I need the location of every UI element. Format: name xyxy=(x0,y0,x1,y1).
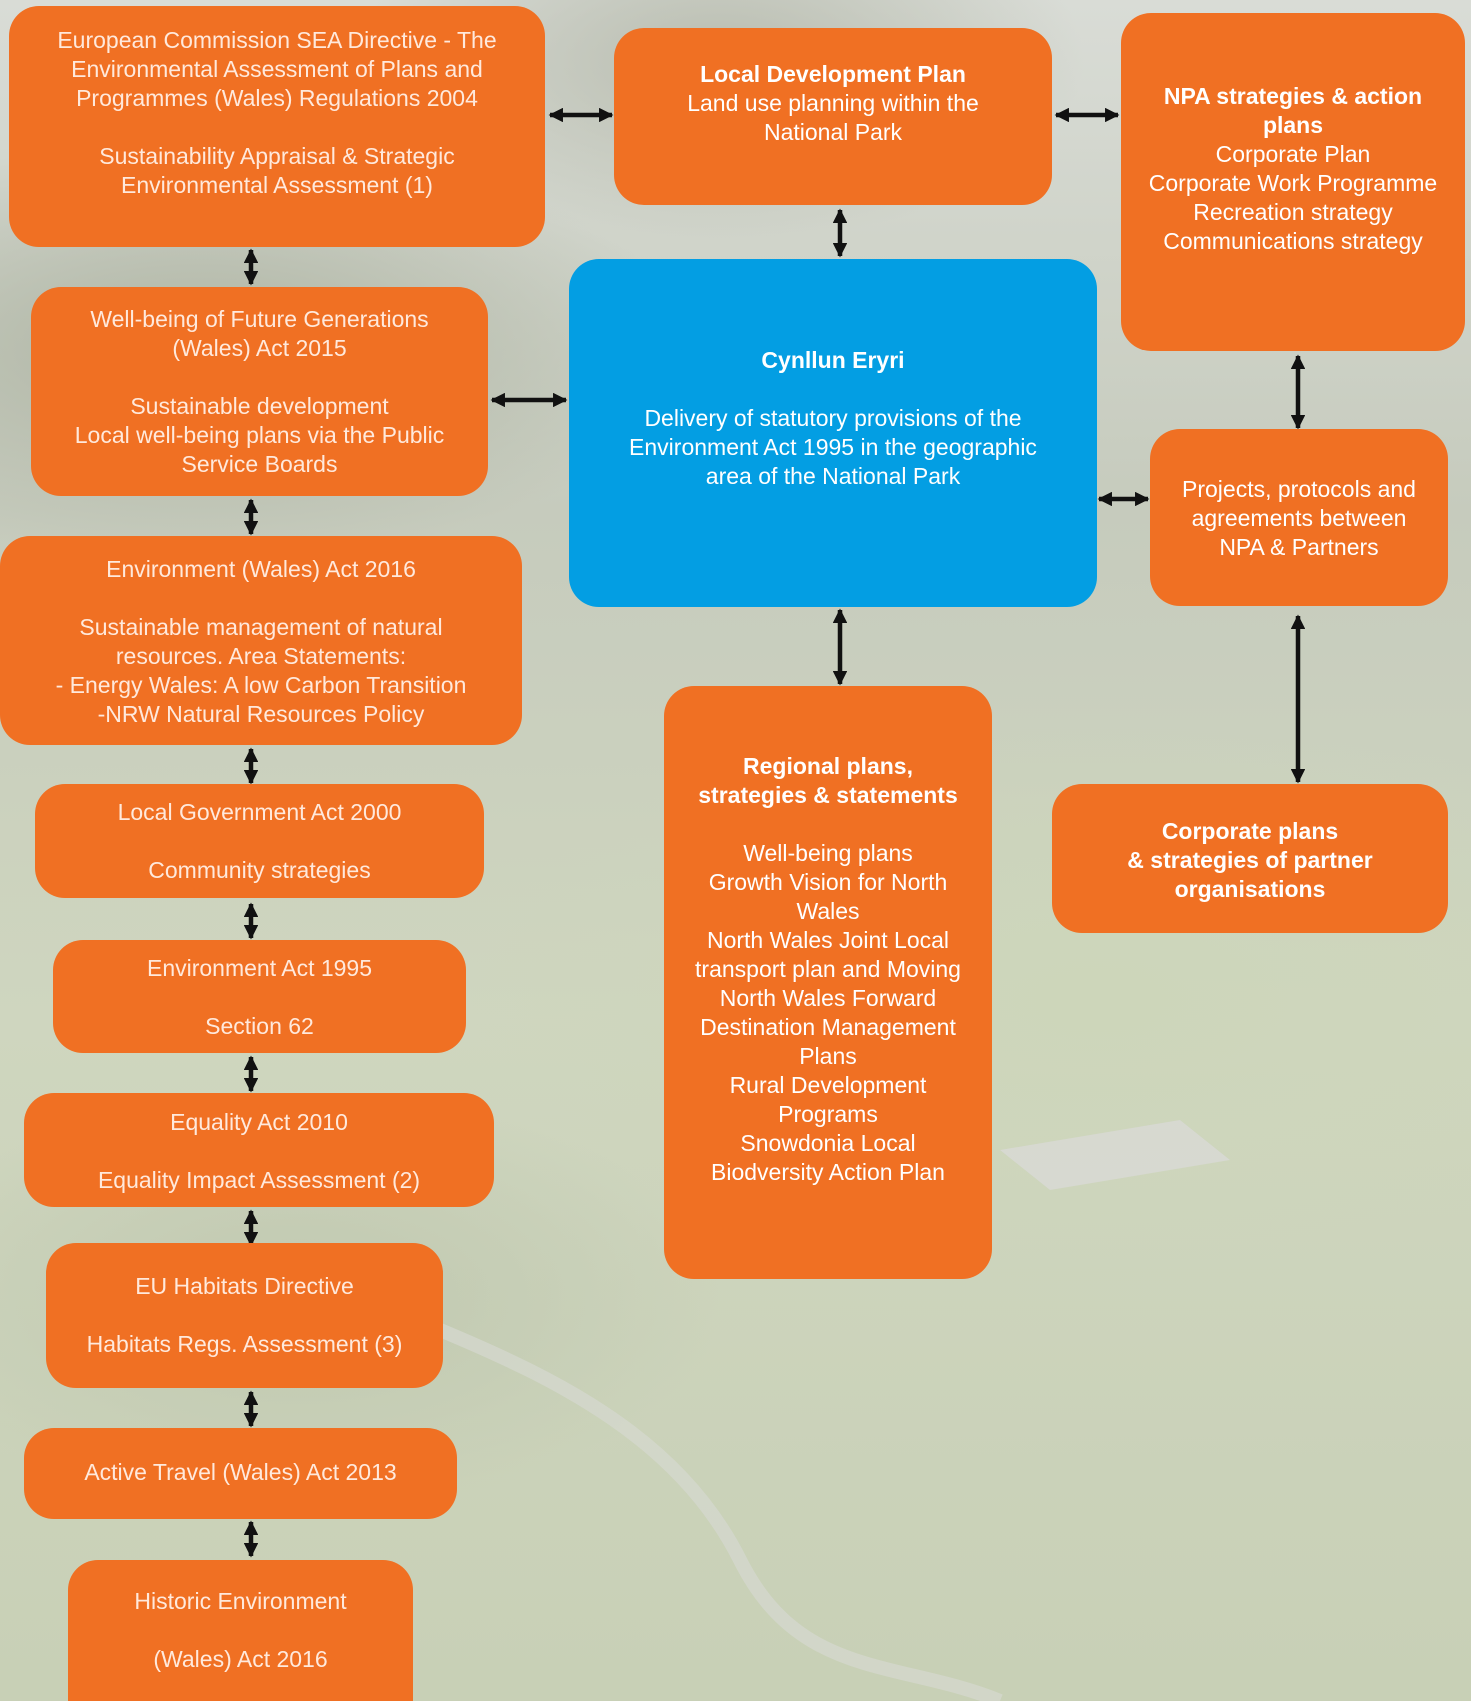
env1995-line: Section 62 xyxy=(205,1013,314,1039)
wellbeing-line: Well-being of Future Generations xyxy=(90,306,429,332)
local-development-plan-box: Local Development Plan Land use planning… xyxy=(614,28,1052,205)
regional-line: North Wales Forward xyxy=(719,985,937,1011)
projects-line: agreements between xyxy=(1191,505,1407,531)
regional-title: strategies & statements xyxy=(698,782,958,808)
regional-line: Snowdonia Local xyxy=(740,1130,916,1156)
corporate-title: Corporate plans xyxy=(1161,818,1339,844)
sea-line: European Commission SEA Directive - The xyxy=(57,27,497,53)
equality-line: Equality Impact Assessment (2) xyxy=(97,1167,421,1193)
cynllun-eryri-box: Cynllun Eryri Delivery of statutory prov… xyxy=(569,259,1097,607)
corporate-plans-partners-box: Corporate plans & strategies of partner … xyxy=(1052,784,1448,933)
projects-line: Projects, protocols and xyxy=(1182,476,1416,502)
sea-line: Environmental Assessment (1) xyxy=(121,172,433,198)
corporate-title: organisations xyxy=(1174,876,1326,902)
equality-line: Equality Act 2010 xyxy=(170,1109,348,1135)
center-line: area of the National Park xyxy=(705,463,961,489)
center-line: Environment Act 1995 in the geographic xyxy=(629,434,1037,460)
ldp-line: National Park xyxy=(763,119,903,145)
environment-act-1995-box: Environment Act 1995 Section 62 xyxy=(53,940,466,1053)
npa-line: Recreation strategy xyxy=(1193,199,1393,225)
projects-line: NPA & Partners xyxy=(1219,534,1379,560)
center-title: Cynllun Eryri xyxy=(761,347,905,373)
active-line: Active Travel (Wales) Act 2013 xyxy=(84,1459,397,1485)
wellbeing-line: Service Boards xyxy=(181,451,338,477)
sea-line: Sustainability Appraisal & Strategic xyxy=(99,143,455,169)
sea-line: Programmes (Wales) Regulations 2004 xyxy=(76,85,478,111)
regional-line: North Wales Joint Local xyxy=(706,927,950,953)
regional-plans-box: Regional plans, strategies & statements … xyxy=(664,686,992,1279)
env2016-line: resources. Area Statements: xyxy=(115,643,407,669)
regional-line: Plans xyxy=(799,1043,857,1069)
projects-protocols-box: Projects, protocols and agreements betwe… xyxy=(1150,429,1448,606)
regional-line: Wales xyxy=(796,898,860,924)
equality-act-box: Equality Act 2010 Equality Impact Assess… xyxy=(24,1093,494,1207)
regional-line: Destination Management xyxy=(700,1014,956,1040)
env2016-line: - Energy Wales: A low Carbon Transition xyxy=(55,672,467,698)
sea-line: Environmental Assessment of Plans and xyxy=(71,56,483,82)
historic-environment-act-box: Historic Environment (Wales) Act 2016 xyxy=(68,1560,413,1701)
wellbeing-act-box: Well-being of Future Generations (Wales)… xyxy=(31,287,488,496)
regional-line: Biodversity Action Plan xyxy=(711,1159,945,1185)
npa-line: Corporate Work Programme xyxy=(1148,170,1438,196)
env2016-line: -NRW Natural Resources Policy xyxy=(97,701,425,727)
regional-line: transport plan and Moving xyxy=(695,956,961,982)
npa-line: Communications strategy xyxy=(1163,228,1423,254)
regional-line: Programs xyxy=(778,1101,878,1127)
wellbeing-line: Local well-being plans via the Public xyxy=(74,422,445,448)
npa-title: plans xyxy=(1262,112,1324,138)
npa-title: NPA strategies & action xyxy=(1163,83,1423,109)
center-line: Delivery of statutory provisions of the xyxy=(644,405,1022,431)
ldp-line: Land use planning within the xyxy=(687,90,979,116)
env2016-line: Sustainable management of natural xyxy=(79,614,443,640)
wellbeing-line: Sustainable development xyxy=(130,393,389,419)
localgov-line: Community strategies xyxy=(148,857,371,883)
env1995-line: Environment Act 1995 xyxy=(146,955,373,981)
regional-title: Regional plans, xyxy=(743,753,913,779)
historic-line: (Wales) Act 2016 xyxy=(153,1646,328,1672)
regional-line: Rural Development xyxy=(729,1072,927,1098)
localgov-line: Local Government Act 2000 xyxy=(117,799,402,825)
regional-line: Well-being plans xyxy=(743,840,913,866)
npa-strategies-box: NPA strategies & action plans Corporate … xyxy=(1121,13,1465,351)
habitats-line: EU Habitats Directive xyxy=(135,1273,354,1299)
npa-line: Corporate Plan xyxy=(1215,141,1371,167)
corporate-title: & strategies of partner xyxy=(1127,847,1373,873)
habitats-directive-box: EU Habitats Directive Habitats Regs. Ass… xyxy=(46,1243,443,1388)
env2016-line: Environment (Wales) Act 2016 xyxy=(106,556,416,582)
sea-directive-box: European Commission SEA Directive - The … xyxy=(9,6,545,247)
active-travel-act-box: Active Travel (Wales) Act 2013 xyxy=(24,1428,457,1519)
habitats-line: Habitats Regs. Assessment (3) xyxy=(86,1331,403,1357)
wellbeing-line: (Wales) Act 2015 xyxy=(172,335,347,361)
historic-line: Historic Environment xyxy=(134,1588,347,1614)
environment-wales-act-box: Environment (Wales) Act 2016 Sustainable… xyxy=(0,536,522,745)
local-government-act-box: Local Government Act 2000 Community stra… xyxy=(35,784,484,898)
ldp-title: Local Development Plan xyxy=(700,61,966,87)
regional-line: Growth Vision for North xyxy=(708,869,948,895)
